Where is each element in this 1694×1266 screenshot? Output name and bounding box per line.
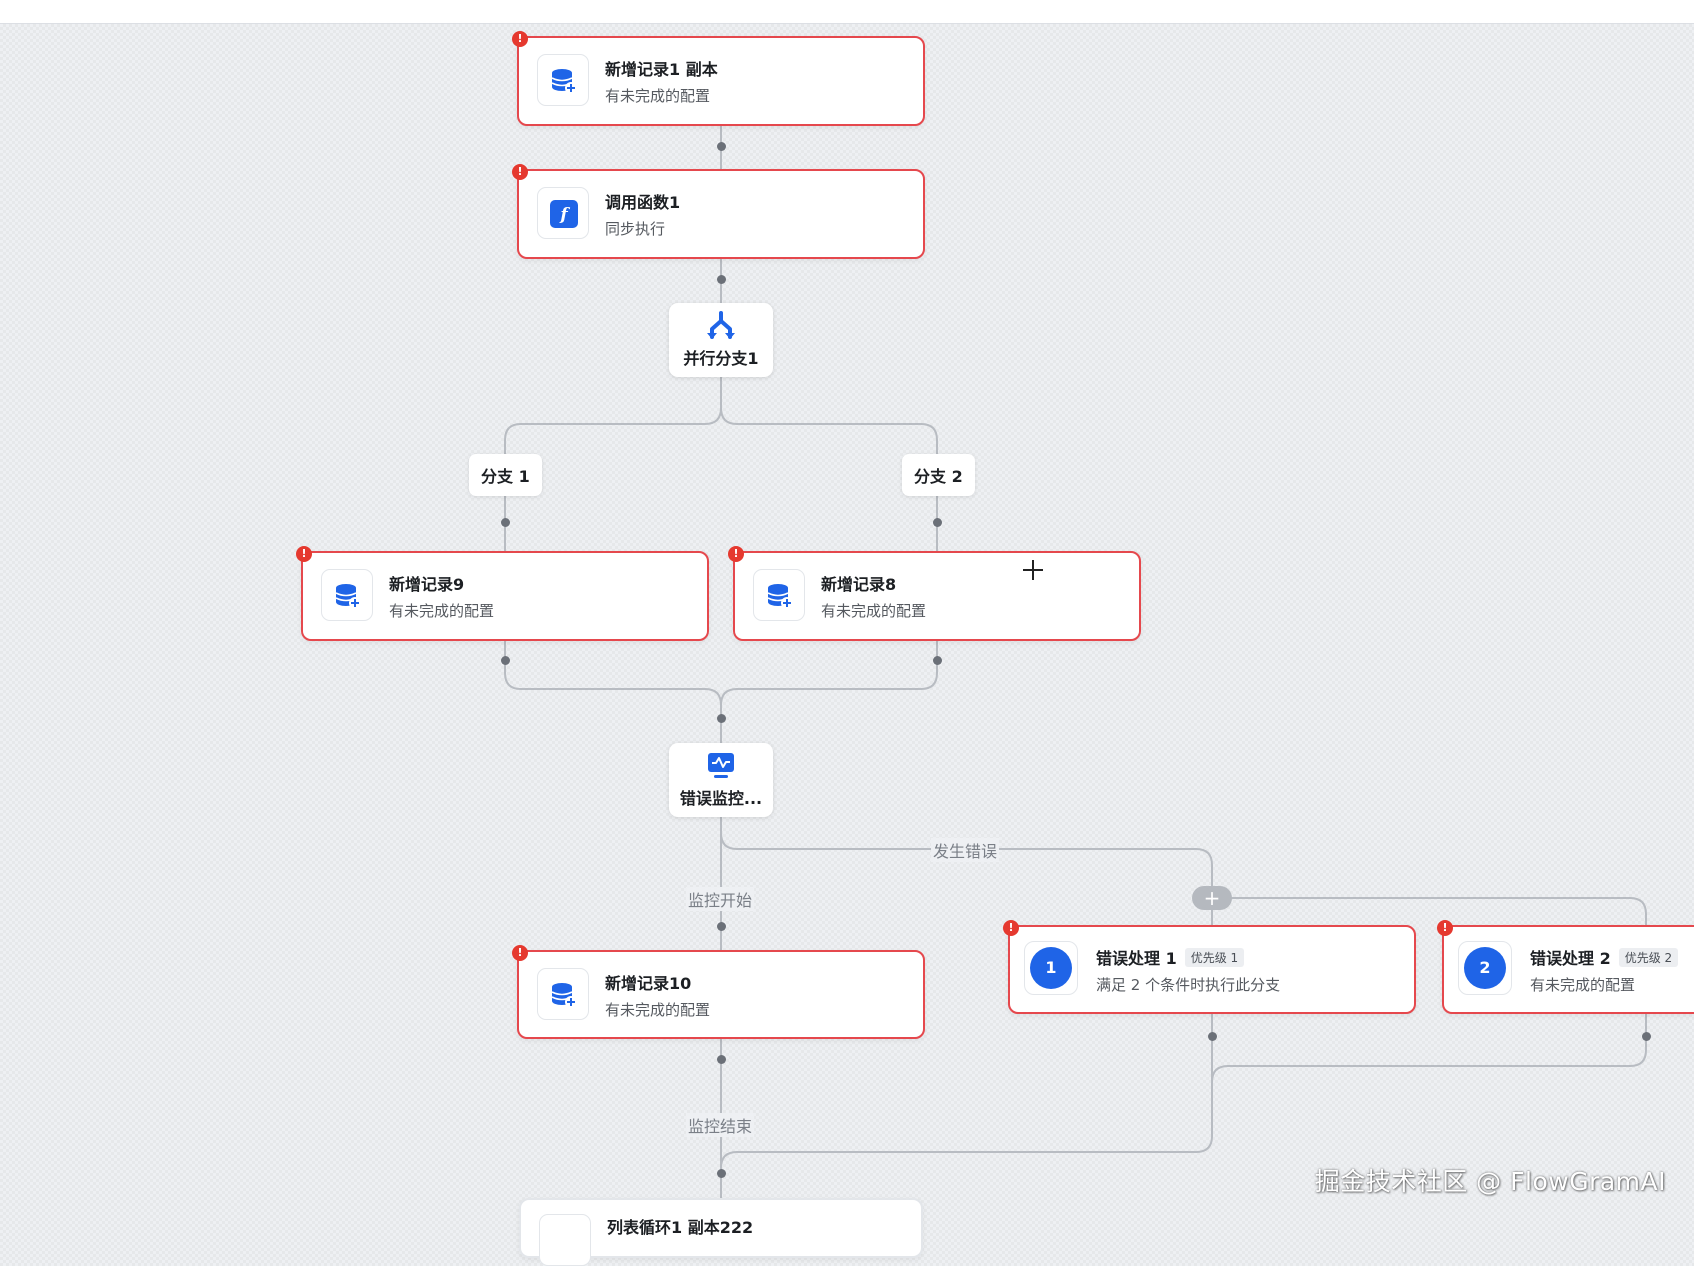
- svg-text:f: f: [559, 205, 570, 225]
- edge-handler2-join: [1211, 1014, 1647, 1083]
- node-call-function[interactable]: f 调用函数1 同步执行: [517, 169, 925, 259]
- database-add-icon: [537, 54, 589, 106]
- database-add-icon: [537, 968, 589, 1020]
- edge-join: [504, 641, 722, 743]
- node-subtitle: 有未完成的配置: [605, 1001, 711, 1019]
- port-dot[interactable]: [1208, 1032, 1217, 1041]
- node-subtitle: 有未完成的配置: [389, 602, 495, 620]
- database-add-icon: [753, 569, 805, 621]
- node-title: 列表循环1 副本222: [607, 1218, 754, 1237]
- handler-number: 2: [1464, 947, 1506, 989]
- branch-label-2[interactable]: 分支 2: [902, 454, 975, 496]
- node-title: 新增记录8: [821, 575, 897, 594]
- node-add-record-10[interactable]: 新增记录10 有未完成的配置: [517, 950, 925, 1039]
- port-dot[interactable]: [717, 1169, 726, 1178]
- node-title: 错误处理 2 优先级 2: [1530, 945, 1679, 969]
- add-branch-button[interactable]: +: [1192, 886, 1232, 910]
- node-title: 新增记录9: [389, 575, 465, 594]
- node-error-handler-2[interactable]: 2 错误处理 2 优先级 2 有未完成的配置: [1442, 925, 1694, 1014]
- node-add-record-8[interactable]: 新增记录8 有未完成的配置: [733, 551, 1141, 641]
- priority-badge: 优先级 2: [1618, 948, 1679, 967]
- node-add-record-9[interactable]: 新增记录9 有未完成的配置: [301, 551, 709, 641]
- error-alert-icon: !: [512, 945, 528, 961]
- node-list-loop[interactable]: 列表循环1 副本222: [519, 1198, 923, 1266]
- port-dot[interactable]: [501, 656, 510, 665]
- error-alert-icon: !: [1003, 920, 1019, 936]
- branch-label-1[interactable]: 分支 1: [469, 454, 542, 496]
- port-dot[interactable]: [933, 656, 942, 665]
- node-parallel-branch[interactable]: 并行分支1: [669, 303, 773, 377]
- port-dot[interactable]: [501, 518, 510, 527]
- crosshair-cursor-icon: [1023, 560, 1043, 580]
- priority-number-icon: 2: [1458, 941, 1512, 995]
- error-alert-icon: !: [728, 546, 744, 562]
- edge-label-monitor-start: 监控开始: [686, 887, 755, 911]
- database-add-icon: [321, 569, 373, 621]
- error-alert-icon: !: [1437, 920, 1453, 936]
- port-dot[interactable]: [717, 142, 726, 151]
- error-alert-icon: !: [512, 31, 528, 47]
- node-title: 调用函数1: [605, 193, 681, 212]
- node-subtitle: 有未完成的配置: [1530, 976, 1636, 994]
- edge-label-error-occurred: 发生错误: [931, 838, 1000, 862]
- node-title: 错误处理 1 优先级 1: [1096, 945, 1245, 969]
- edge-handlers-join: [720, 1014, 1213, 1169]
- loop-icon: [539, 1214, 591, 1266]
- node-title: 新增记录1 副本: [605, 60, 718, 79]
- error-alert-icon: !: [512, 164, 528, 180]
- edge-join-right: [720, 641, 938, 706]
- node-add-record-copy[interactable]: 新增记录1 副本 有未完成的配置: [517, 36, 925, 126]
- function-icon: f: [537, 187, 589, 239]
- handler-number: 1: [1030, 947, 1072, 989]
- port-dot[interactable]: [717, 275, 726, 284]
- node-title: 并行分支1: [683, 349, 759, 368]
- node-error-handler-1[interactable]: 1 错误处理 1 优先级 1 满足 2 个条件时执行此分支: [1008, 925, 1416, 1014]
- port-dot[interactable]: [717, 714, 726, 723]
- edge-label-monitor-end: 监控结束: [686, 1113, 755, 1137]
- priority-number-icon: 1: [1024, 941, 1078, 995]
- handler-title: 错误处理 1: [1096, 949, 1177, 968]
- watermark: 掘金技术社区 @ FlowGramAI: [1314, 1167, 1666, 1196]
- node-subtitle: 有未完成的配置: [605, 87, 711, 105]
- edge-error-handler2: [1212, 897, 1647, 925]
- port-dot[interactable]: [1642, 1032, 1651, 1041]
- top-toolbar: [0, 0, 1694, 24]
- port-dot[interactable]: [717, 1055, 726, 1064]
- port-dot[interactable]: [933, 518, 942, 527]
- node-title: 新增记录10: [605, 974, 692, 993]
- node-title: 错误监控...: [679, 789, 763, 808]
- edge-error-occurred: [720, 817, 1213, 925]
- parallel-branch-icon: [707, 311, 735, 339]
- priority-badge: 优先级 1: [1184, 948, 1245, 967]
- node-subtitle: 满足 2 个条件时执行此分支: [1096, 976, 1281, 994]
- edge-parallel-split: [504, 377, 722, 551]
- node-subtitle: 同步执行: [605, 220, 666, 238]
- error-alert-icon: !: [296, 546, 312, 562]
- handler-title: 错误处理 2: [1530, 949, 1611, 968]
- monitor-icon: [708, 753, 734, 778]
- port-dot[interactable]: [717, 922, 726, 931]
- edge-parallel-split-right: [720, 407, 938, 551]
- node-subtitle: 有未完成的配置: [821, 602, 927, 620]
- node-error-monitor[interactable]: 错误监控...: [669, 743, 773, 817]
